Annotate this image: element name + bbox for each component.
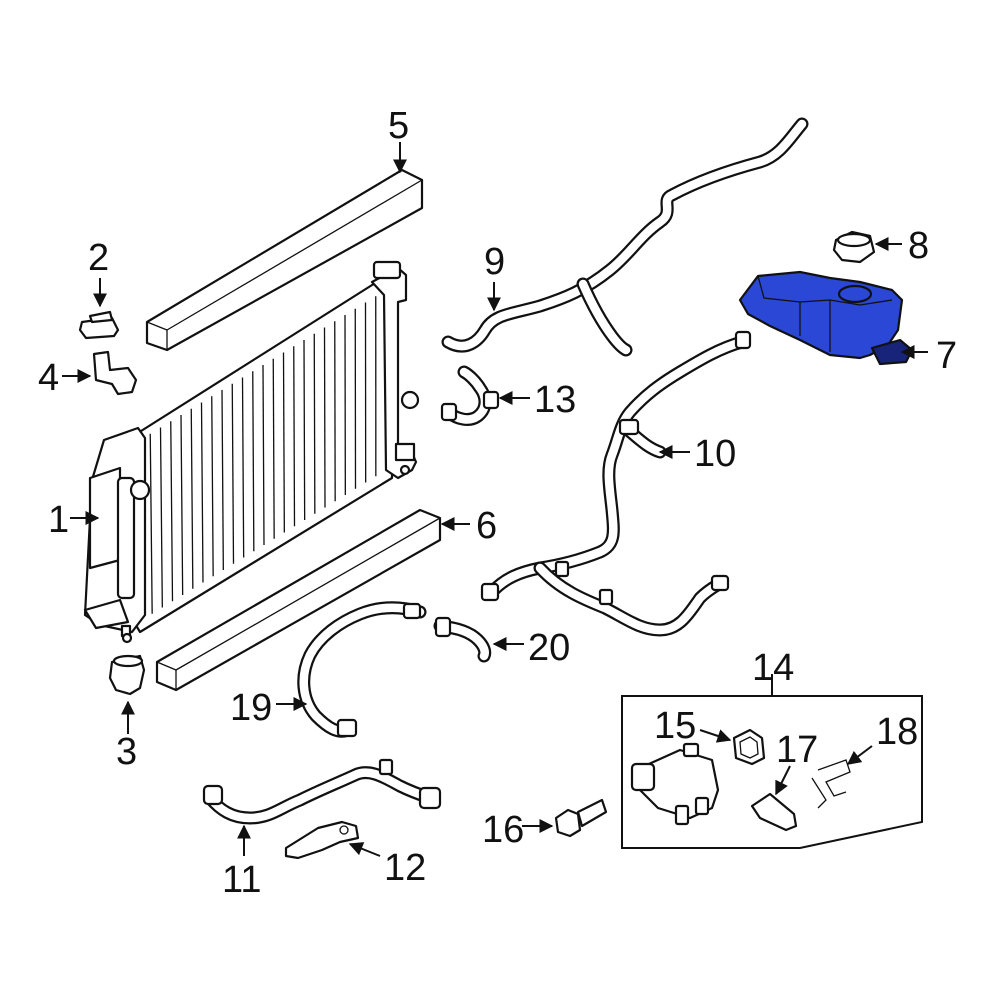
- upper-insulator[interactable]: [78, 310, 120, 340]
- radiator-fin: [231, 383, 235, 564]
- callout-7: 7: [936, 335, 957, 377]
- reservoir-body: [738, 270, 904, 360]
- coolant-reservoir[interactable]: [738, 270, 914, 366]
- callout-2: 2: [88, 237, 109, 279]
- callout-9: 9: [484, 241, 505, 283]
- callout-16: 16: [482, 809, 524, 851]
- callout-5: 5: [388, 105, 409, 147]
- thermostat-kit-box: [621, 695, 923, 849]
- mounting-bolt[interactable]: [554, 798, 608, 838]
- radiator-fin: [272, 358, 275, 539]
- callout-labels: 1 2 3 4 5 6 7 8 9 10 11 12 13 14 15 16 1…: [38, 105, 957, 901]
- thermostat-housing[interactable]: [630, 742, 720, 826]
- retaining-clip[interactable]: [811, 759, 851, 809]
- callout-3: 3: [116, 731, 137, 773]
- callout-12: 12: [384, 847, 426, 889]
- gasket[interactable]: [732, 728, 766, 766]
- callout-20: 20: [528, 627, 570, 669]
- leader-lines: [62, 142, 928, 857]
- callout-15: 15: [654, 705, 696, 747]
- callout-4: 4: [38, 357, 59, 399]
- radiator-lower-hose[interactable]: [297, 601, 427, 738]
- callout-17: 17: [776, 729, 818, 771]
- callout-1: 1: [48, 499, 69, 541]
- callout-13: 13: [534, 379, 576, 421]
- radiator-fin: [221, 389, 224, 571]
- heater-hose-assembly[interactable]: [480, 330, 752, 637]
- callout-8: 8: [908, 225, 929, 267]
- temperature-sensor[interactable]: [750, 792, 798, 832]
- lower-seal-strip[interactable]: [155, 508, 442, 692]
- lower-insulator[interactable]: [108, 654, 146, 696]
- radiator-fin: [313, 333, 316, 514]
- radiator-fin: [252, 371, 255, 552]
- upper-bracket[interactable]: [92, 350, 138, 396]
- radiator-fin: [149, 433, 153, 614]
- radiator-fin: [159, 427, 163, 608]
- elbow-hose[interactable]: [440, 365, 500, 426]
- radiator-fin: [170, 421, 174, 602]
- overflow-pipe[interactable]: [441, 117, 809, 357]
- callout-10: 10: [694, 433, 736, 475]
- radiator-fin: [190, 408, 194, 589]
- reservoir-cap[interactable]: [832, 230, 876, 264]
- callout-14: 14: [752, 647, 794, 689]
- bypass-hose[interactable]: [433, 616, 492, 663]
- radiator-fin: [262, 364, 265, 546]
- radiator[interactable]: [83, 260, 420, 644]
- radiator-fin: [303, 339, 306, 521]
- callout-18: 18: [876, 711, 918, 753]
- radiator-fin: [241, 377, 245, 558]
- radiator-fin: [180, 414, 184, 596]
- radiator-fin: [211, 396, 214, 577]
- callout-6: 6: [476, 505, 497, 547]
- radiator-fin: [200, 402, 204, 583]
- lower-coolant-hose[interactable]: [202, 758, 442, 825]
- hose-bracket[interactable]: [284, 820, 360, 860]
- radiator-fin: [293, 346, 296, 527]
- radiator-fin: [323, 327, 326, 508]
- radiator-fin: [282, 352, 285, 533]
- callout-19: 19: [230, 687, 272, 729]
- callout-11: 11: [222, 859, 261, 901]
